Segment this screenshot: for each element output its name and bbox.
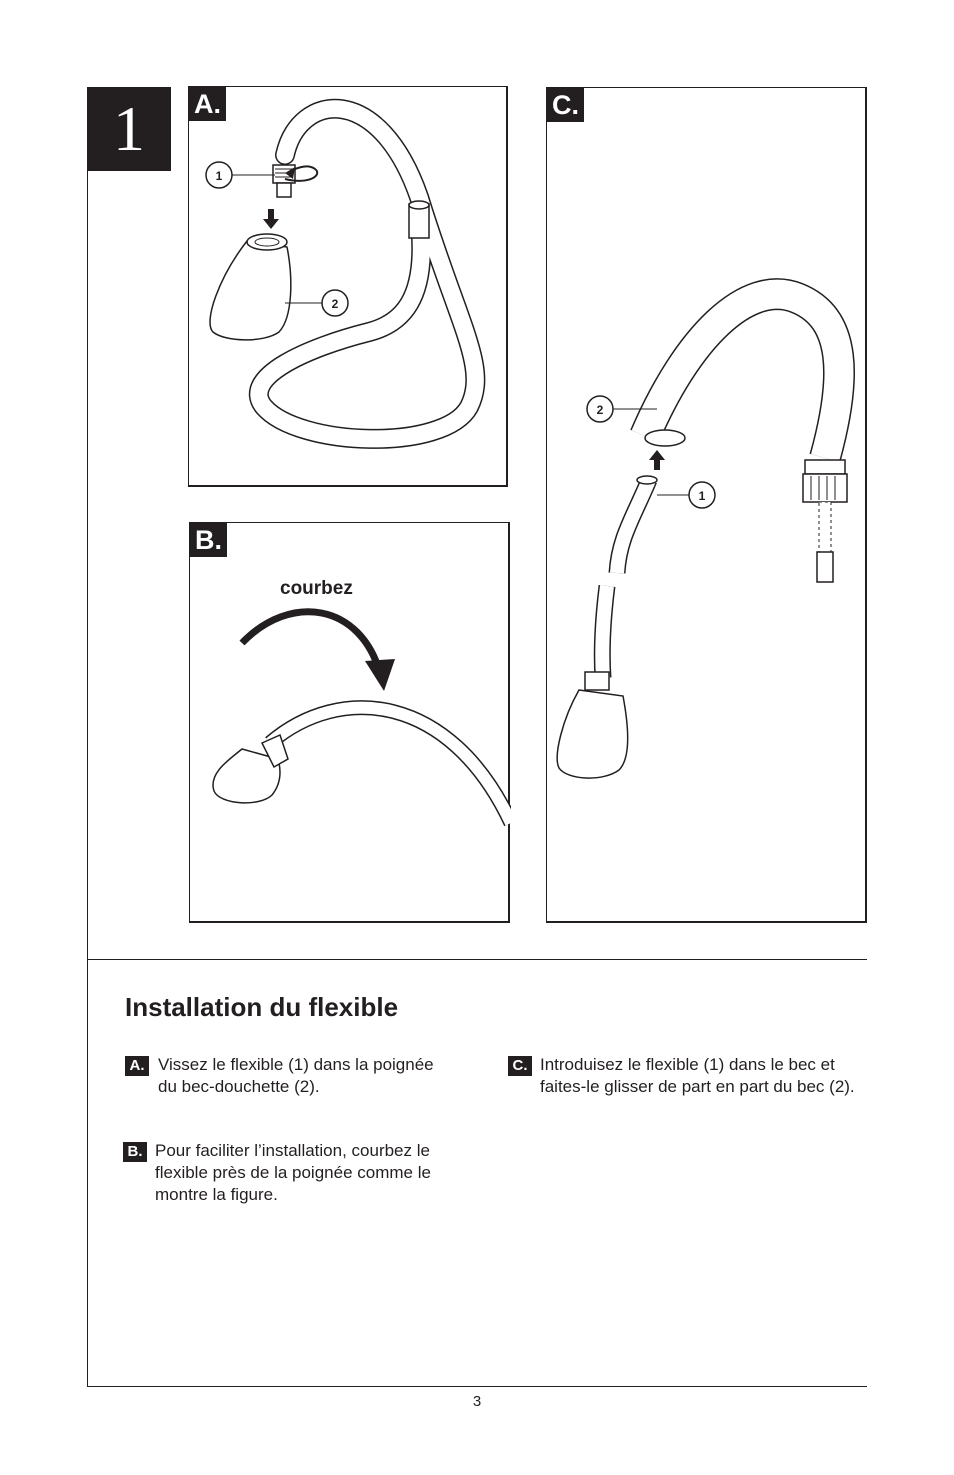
instruction-c-tag: C. [508, 1056, 532, 1076]
bend-label: courbez [280, 578, 353, 599]
callout-2-a: 2 [332, 297, 339, 311]
instruction-c: C. Introduisez le flexible (1) dans le b… [508, 1054, 858, 1098]
footer-rule [87, 1386, 867, 1387]
instruction-a-tag: A. [125, 1056, 149, 1076]
callout-1-a: 1 [216, 169, 223, 183]
section-divider [87, 959, 867, 960]
panel-c-tag: C. [547, 88, 584, 122]
panel-a-tag: A. [189, 87, 226, 121]
spout-insertion-illustration-c: 2 1 [556, 278, 856, 779]
instruction-a: A. Vissez le flexible (1) dans la poigné… [125, 1054, 455, 1098]
section-title: Installation du flexible [125, 992, 399, 1022]
instruction-b-text: Pour faciliter l’installation, courbez l… [155, 1141, 431, 1204]
page-frame-left [87, 87, 88, 1387]
page-number: 3 [472, 1393, 482, 1410]
instruction-b: B. Pour faciliter l’installation, courbe… [123, 1140, 458, 1206]
instruction-b-tag: B. [123, 1142, 147, 1162]
panel-c: 2 1 C. [546, 87, 867, 923]
panel-b-tag: B. [190, 523, 227, 557]
callout-1-c: 1 [699, 489, 706, 503]
bend-hose-illustration-b [212, 608, 511, 827]
instruction-a-text: Vissez le flexible (1) dans la poignée d… [158, 1055, 434, 1096]
instruction-c-text: Introduisez le flexible (1) dans le bec … [540, 1055, 855, 1096]
panel-b: B. courbez [189, 522, 511, 923]
panel-a: 1 2 A. [188, 86, 508, 487]
step-number-badge: 1 [87, 87, 171, 171]
callout-2-c: 2 [597, 403, 604, 417]
hose-handle-illustration-a: 1 2 [205, 98, 486, 449]
